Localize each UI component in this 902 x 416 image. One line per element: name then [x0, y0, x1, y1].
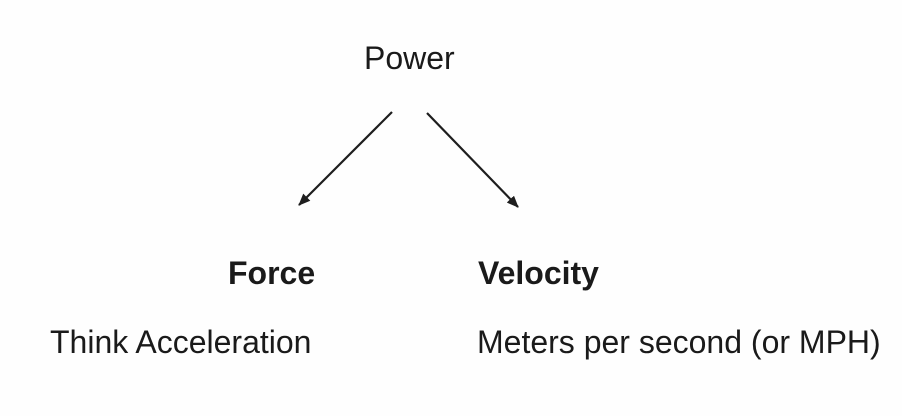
root-node-power: Power — [364, 40, 455, 76]
left-arrow-icon — [298, 111, 393, 206]
branch-term-velocity: Velocity — [478, 255, 599, 291]
branch-note-force: Think Acceleration — [50, 324, 312, 360]
branch-term-force: Force — [228, 255, 316, 291]
right-arrow-icon — [426, 112, 519, 208]
branch-note-velocity: Meters per second (or MPH) — [477, 324, 881, 360]
